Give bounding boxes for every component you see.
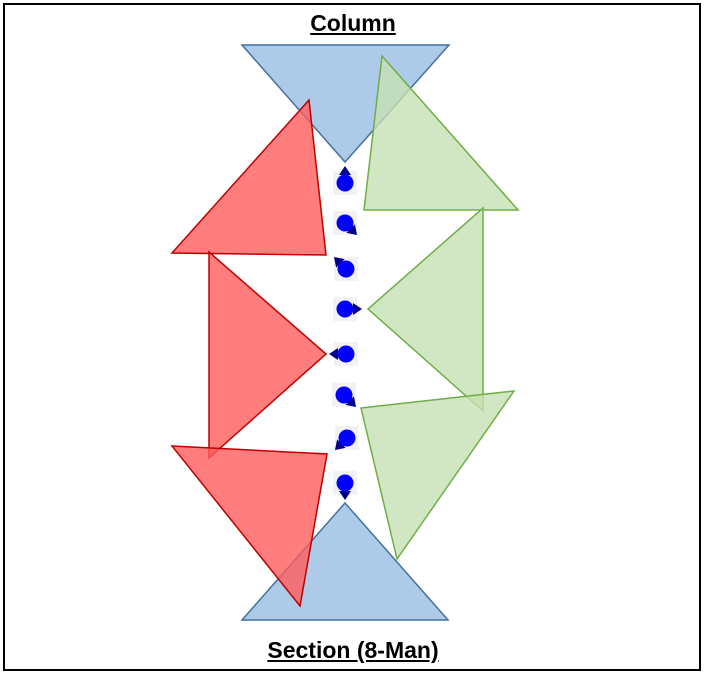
- soldier-marker: [329, 342, 358, 366]
- facing-arrow-icon: [333, 256, 345, 268]
- soldier-dot: [336, 474, 354, 492]
- sector-left-red-1: [170, 98, 327, 256]
- soldier-marker: [333, 166, 357, 195]
- soldier-dot: [335, 386, 353, 404]
- sector-left-red-3: [170, 445, 328, 608]
- facing-arrow-icon: [345, 396, 357, 408]
- sector-right-green-3: [360, 390, 516, 561]
- facing-arrow-icon: [329, 348, 338, 360]
- diagram-subtitle: Section (8-Man): [267, 637, 439, 663]
- diagram-title: Column: [310, 10, 396, 36]
- facing-arrow-icon: [334, 439, 346, 451]
- soldier-column: [329, 166, 362, 500]
- sector-right-green-2: [366, 206, 484, 413]
- facing-arrow-icon: [346, 224, 358, 236]
- soldier-marker: [333, 471, 357, 500]
- soldier-dot: [336, 214, 354, 232]
- soldier-marker: [333, 297, 362, 321]
- soldier-marker: [332, 383, 357, 408]
- soldier-dot: [337, 345, 355, 363]
- soldier-dot: [338, 429, 356, 447]
- facing-arrow-icon: [339, 166, 351, 175]
- soldier-marker: [333, 256, 358, 281]
- facing-arrow-icon: [353, 303, 362, 315]
- soldier-dot: [336, 300, 354, 318]
- soldier-marker: [334, 426, 359, 451]
- facing-arrow-icon: [339, 491, 351, 500]
- sector-left-red-2: [208, 250, 328, 460]
- sector-right-green-1: [363, 54, 520, 211]
- soldier-dot: [336, 174, 354, 192]
- soldier-marker: [333, 211, 358, 236]
- soldier-dot: [337, 260, 355, 278]
